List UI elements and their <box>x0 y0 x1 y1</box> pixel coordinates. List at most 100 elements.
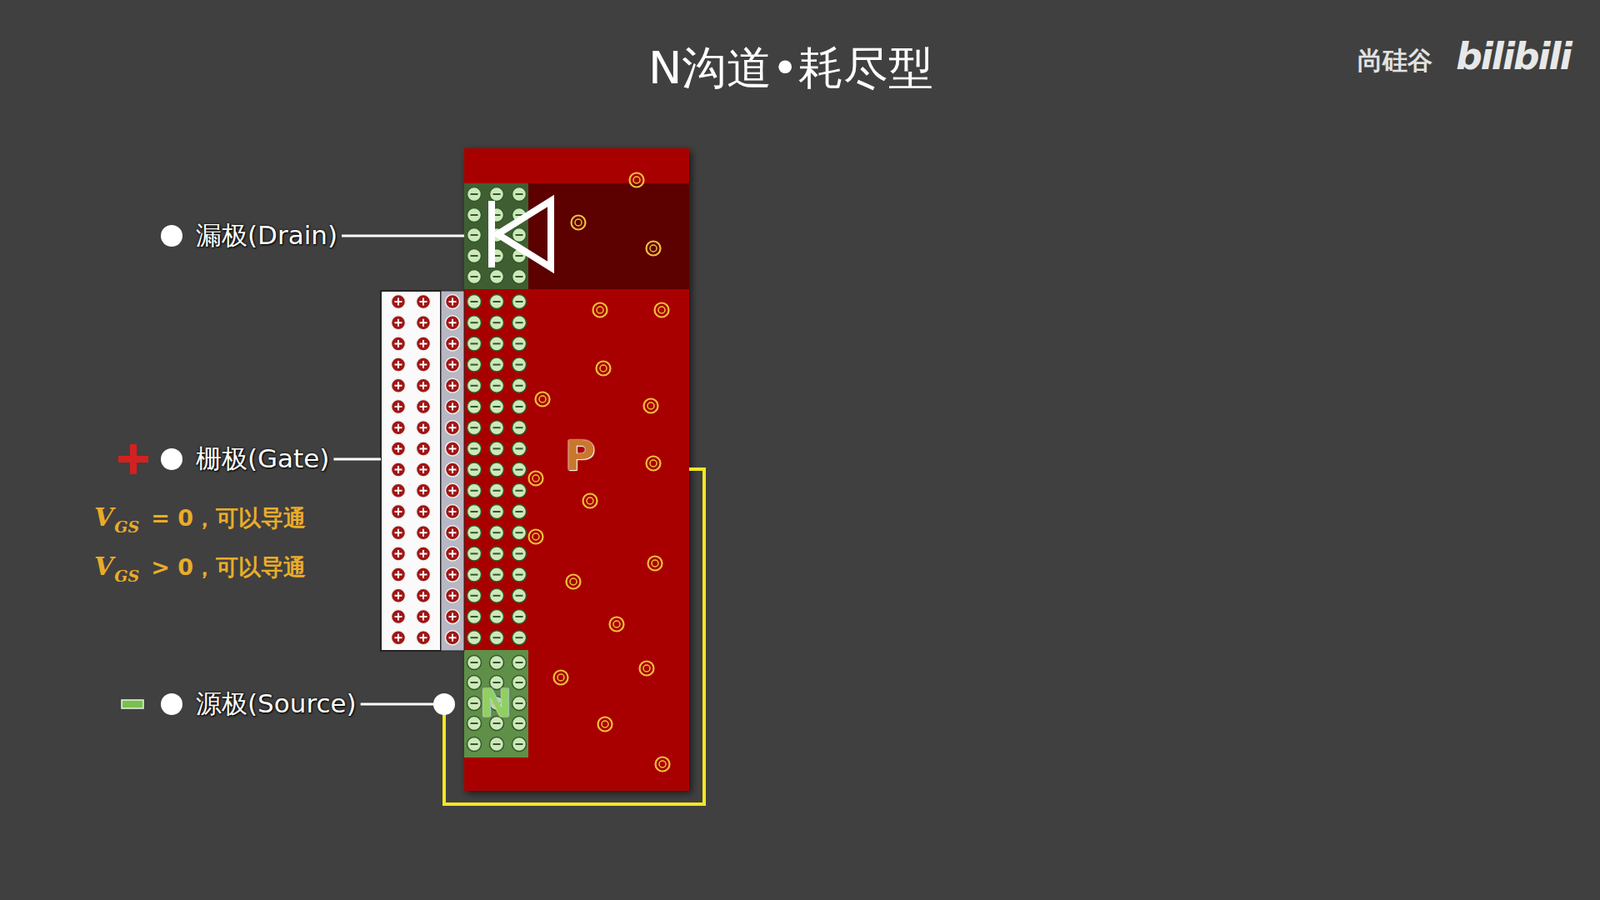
hole-ring <box>598 717 613 732</box>
charge-sign <box>470 510 479 513</box>
negative-charge <box>512 630 527 645</box>
negative-charge <box>467 483 482 498</box>
charge-circle <box>416 400 431 415</box>
minus-sign <box>121 700 144 709</box>
charge-circle <box>490 525 505 540</box>
charge-sign <box>515 531 524 534</box>
charge-circle <box>512 655 527 670</box>
drain-terminal <box>160 225 183 247</box>
positive-charge <box>391 525 406 540</box>
source-label: 源极(Source) <box>195 686 357 722</box>
negative-charge <box>490 546 505 561</box>
positive-charge <box>416 378 431 393</box>
charge-sign <box>515 275 524 278</box>
charge-sign <box>420 486 428 495</box>
charge-sign <box>420 465 428 474</box>
title: N沟道•耗尽型 <box>648 38 934 100</box>
charge-circle <box>512 588 527 603</box>
charge-circle <box>445 441 460 456</box>
charge-sign <box>470 426 479 429</box>
charge-sign <box>470 702 479 705</box>
charge-carriers <box>391 173 670 772</box>
hole-ring <box>646 241 661 256</box>
charge-sign <box>395 445 403 453</box>
charge-sign <box>395 529 403 537</box>
positive-charge <box>391 315 406 330</box>
negative-charge <box>467 567 482 582</box>
positive-charge <box>445 483 460 498</box>
charge-sign <box>493 275 501 278</box>
charge-sign <box>449 465 457 474</box>
hole <box>535 392 550 407</box>
charge-circle <box>490 462 505 477</box>
text-label: 栅极(Gate) <box>195 441 330 477</box>
charge-circle <box>416 525 431 540</box>
hole <box>554 670 569 685</box>
charge-sign <box>420 319 428 327</box>
charge-circle <box>512 315 527 330</box>
charge-sign <box>395 424 403 432</box>
charge-circle <box>490 378 505 393</box>
charge-sign <box>515 490 524 492</box>
terminal-leads <box>333 235 465 705</box>
subscript: GS <box>114 566 140 585</box>
hole-core <box>658 306 665 314</box>
charge-sign <box>515 636 524 639</box>
hole-core <box>570 578 577 585</box>
negative-charge <box>467 588 482 603</box>
negative-charge <box>512 462 527 477</box>
positive-charge <box>416 630 431 645</box>
source-contact <box>433 693 455 715</box>
positive-charge <box>445 462 460 477</box>
negative-charge <box>490 525 505 540</box>
hole-ring <box>640 661 655 676</box>
hole <box>571 215 586 230</box>
charge-sign <box>493 426 501 429</box>
negative-charge <box>512 737 527 752</box>
charge-sign <box>449 550 457 558</box>
charge-circle <box>445 610 460 625</box>
charge-circle <box>490 655 505 670</box>
charge-sign <box>470 321 479 324</box>
hole-ring <box>535 392 550 407</box>
charge-circle <box>467 737 482 752</box>
charge-circle <box>391 567 406 582</box>
charge-sign <box>470 661 479 664</box>
hole <box>646 241 661 256</box>
positive-charge <box>445 588 460 603</box>
positive-charge <box>416 567 431 582</box>
charge-sign <box>515 234 524 236</box>
charge-circle <box>512 400 527 415</box>
charge-sign <box>395 508 403 516</box>
charge-sign <box>470 531 479 534</box>
positive-charge <box>445 630 460 645</box>
negative-charge <box>467 462 482 477</box>
charge-sign <box>470 234 479 236</box>
negative-charge <box>512 505 527 520</box>
negative-charge <box>490 315 505 330</box>
hole <box>644 399 659 414</box>
positive-charge <box>445 400 460 415</box>
charge-sign <box>515 595 524 597</box>
hole-ring <box>566 575 581 590</box>
charge-circle <box>445 336 460 351</box>
positive-charge <box>416 357 431 372</box>
negative-charge <box>467 675 482 690</box>
charge-sign <box>515 722 524 725</box>
plus-bar <box>130 444 137 475</box>
positive-charge <box>445 336 460 351</box>
hole-core <box>601 720 609 728</box>
charge-circle <box>490 737 505 752</box>
charge-sign <box>395 486 403 495</box>
charge-circle <box>445 567 460 582</box>
hole-ring <box>583 494 598 509</box>
charge-circle <box>512 483 527 498</box>
negative-charge <box>512 336 527 351</box>
charge-sign <box>515 510 524 513</box>
charge-circle <box>467 462 482 477</box>
hole-ring <box>529 471 544 486</box>
body-source-wire <box>444 469 705 805</box>
positive-charge <box>445 315 460 330</box>
charge-circle <box>467 295 482 310</box>
charge-circle <box>445 357 460 372</box>
